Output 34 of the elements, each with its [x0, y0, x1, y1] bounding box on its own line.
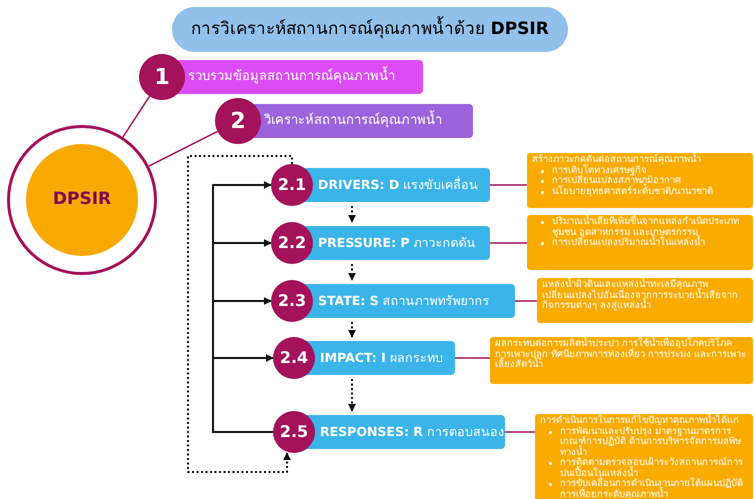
connector-line	[515, 300, 537, 302]
arrow	[187, 155, 293, 473]
number-badge: 2.1	[271, 164, 313, 206]
arrow	[348, 322, 356, 338]
connector-line	[505, 431, 535, 433]
description-text: ผลกระทบต่อการผลิตน้ำประปา การใช้น้ำเพื่ออุปโภคบริโภค การเพาะปลูก ทัศนียภาพการท่องเที่ยว การประมง และการเพาะเลี้ยงสัตว์น้ำ	[495, 339, 748, 370]
bullet-item: การเติบโตทางเศรษฐกิจ	[532, 166, 748, 176]
connector-line	[490, 184, 527, 186]
number-badge: 2.4	[273, 337, 315, 379]
number-badge: 2	[215, 98, 261, 144]
arrow	[348, 379, 356, 412]
arrow	[348, 264, 356, 281]
arrow	[348, 206, 356, 223]
number-badge: 2.3	[271, 280, 313, 322]
hub-label: DPSIR	[26, 144, 138, 256]
bullet-item: การพัฒนาและปรับปรุง มาตรฐานมาตรการ เกณฑ์การปฏิบัติ ด้านการบริหารจัดการมลพิษทางน้ำ	[540, 426, 748, 458]
connector-line	[122, 96, 150, 138]
description-box	[527, 215, 753, 270]
connector-line	[148, 130, 218, 167]
bullet-item: นโยบายยุทธศาสตร์ระดับชาติ/นานาชาติ	[532, 186, 748, 197]
title: การวิเคราะห์สถานการณ์คุณภาพน้ำด้วย DPSIR	[191, 16, 549, 42]
connector-line	[455, 357, 490, 359]
arrow	[212, 354, 274, 433]
description-text: แหล่งน้ำผิวดินและแหล่งน้ำทะเลมีคุณภาพเปลี่ยนแปลงไปอันเนื่องจากการระบายน้ำเสียจากกิจกรรมต่างๆ ลงสู่แหล่งน้ำ	[542, 280, 739, 312]
description-box	[527, 153, 753, 208]
description-text: สร้างภาวะกดดันต่อสถานการณ์คุณภาพน้ำ	[532, 155, 702, 165]
number-badge: 1	[139, 54, 185, 100]
connector-line	[490, 242, 527, 244]
number-badge: 2.5	[273, 411, 315, 453]
number-badge: 2.2	[271, 222, 313, 264]
description-box	[537, 278, 753, 323]
description-text: การดำเนินการในการแก้ไขปัญหาคุณภาพน้ำได้แก่	[540, 416, 740, 426]
description-box	[490, 337, 753, 384]
description-box	[535, 414, 753, 499]
